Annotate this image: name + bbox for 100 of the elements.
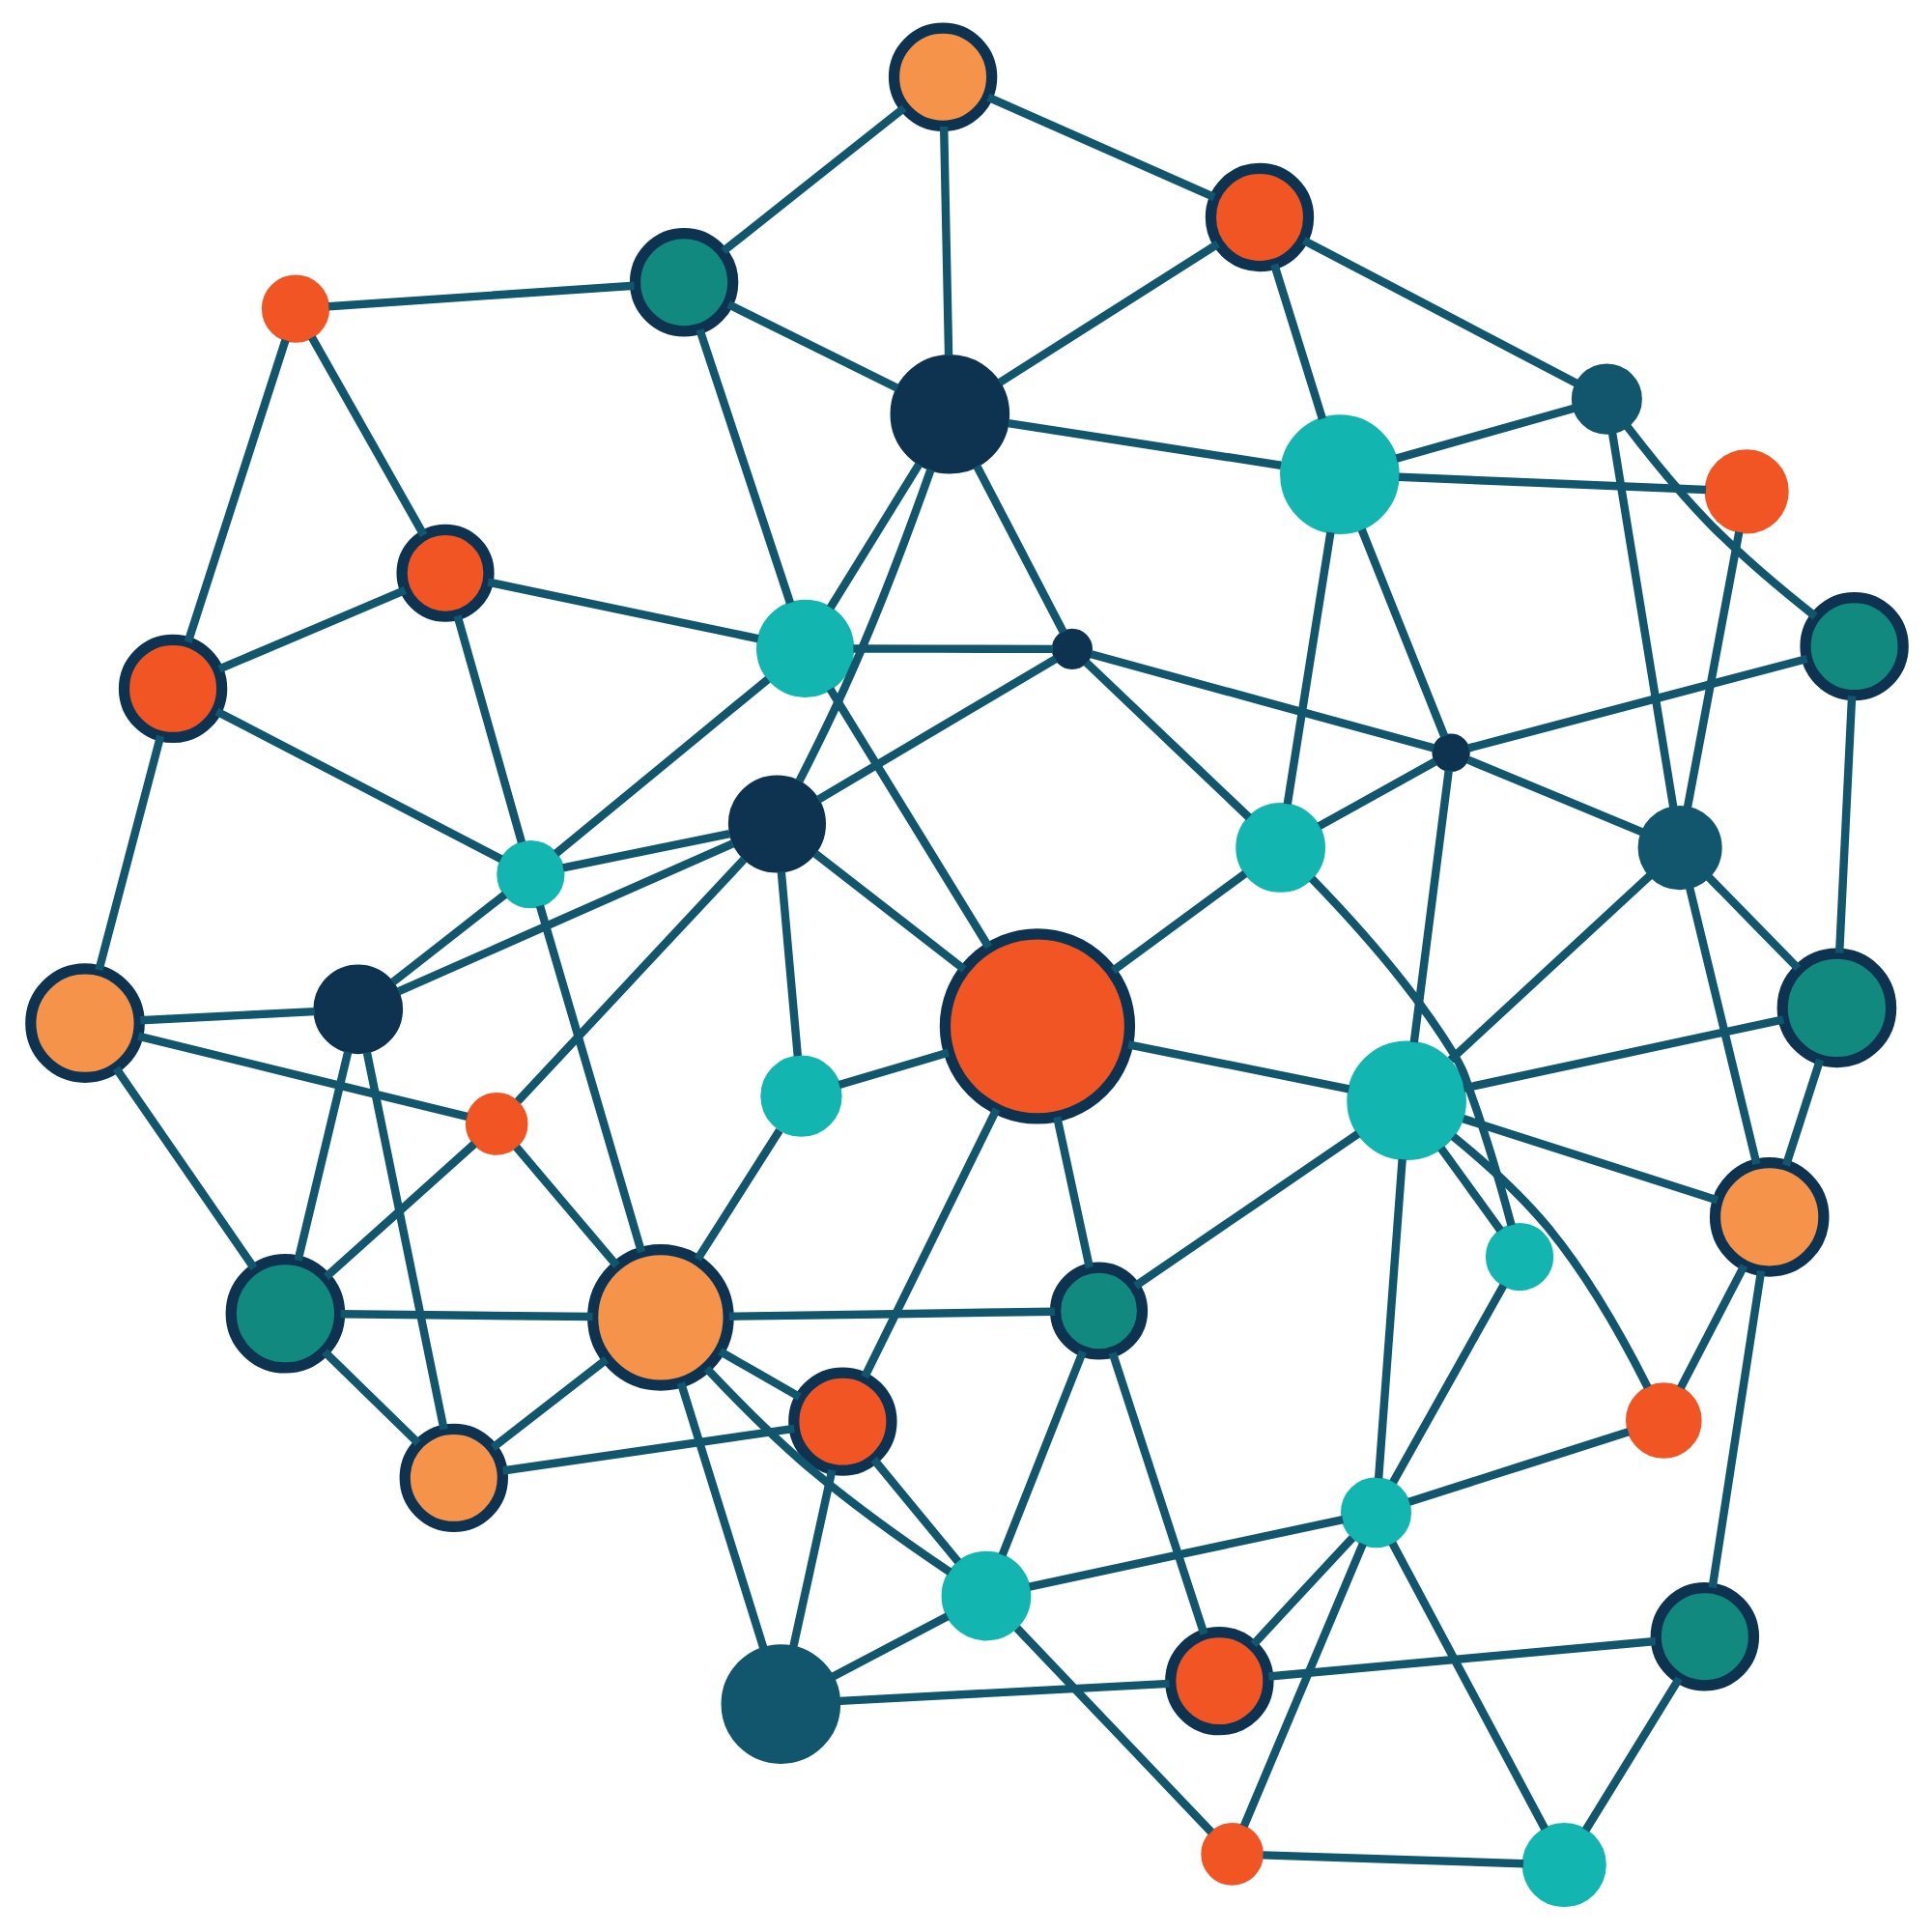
node-circle	[1200, 1822, 1263, 1885]
connector	[695, 327, 793, 604]
connector	[869, 1456, 961, 1564]
connector	[136, 1031, 468, 1121]
node-circle	[1164, 1625, 1273, 1735]
node-circle	[1636, 805, 1721, 890]
connector	[1449, 1132, 1651, 1388]
node-circle	[940, 1549, 1031, 1640]
connector	[702, 1364, 952, 1575]
node-circle	[464, 1092, 527, 1154]
connector	[1238, 1541, 1366, 1828]
connector	[852, 643, 1053, 653]
connector	[1126, 1039, 1350, 1093]
connector	[389, 890, 507, 984]
connector	[1780, 1057, 1824, 1166]
node-circle	[260, 273, 329, 342]
node-circle	[1339, 1476, 1411, 1548]
connector	[972, 463, 1066, 634]
connector	[814, 654, 1057, 803]
connector	[1373, 1157, 1406, 1478]
connector	[720, 103, 906, 254]
connector	[1461, 1114, 1719, 1204]
connector	[339, 1309, 592, 1321]
connector	[1027, 1514, 1343, 1590]
connector	[788, 1468, 836, 1647]
connector	[1446, 871, 1652, 1063]
connector	[1316, 756, 1436, 829]
connector	[837, 1047, 950, 1089]
connector	[395, 838, 734, 995]
node-circle	[1520, 1822, 1605, 1907]
connector	[1107, 1350, 1208, 1634]
node-circle	[1708, 1156, 1829, 1276]
connector	[1052, 1115, 1094, 1268]
connector	[826, 461, 922, 610]
node-circle	[759, 1054, 841, 1136]
connector	[501, 1423, 794, 1474]
connector	[322, 1140, 476, 1279]
connector	[938, 125, 952, 355]
connector	[1394, 403, 1575, 462]
connector	[1007, 418, 1281, 469]
connector	[293, 1049, 352, 1261]
node-circle	[224, 1252, 345, 1373]
connector	[794, 467, 934, 782]
node-circle	[1703, 448, 1788, 533]
connector	[1408, 768, 1452, 1042]
connector	[985, 92, 1215, 200]
node-circle	[1570, 362, 1641, 434]
node-circle	[1484, 1221, 1553, 1291]
connector	[830, 1611, 949, 1680]
connector	[1833, 695, 1856, 952]
connector	[512, 1143, 619, 1267]
connector	[1012, 1624, 1213, 1834]
connector	[860, 1106, 1000, 1378]
connector	[486, 577, 758, 642]
connector	[1685, 886, 1760, 1165]
connector	[183, 337, 289, 642]
node-circle	[496, 839, 564, 908]
connector	[811, 849, 966, 972]
node-circle	[312, 963, 403, 1054]
connector	[1131, 1129, 1360, 1289]
node-circle	[1346, 1039, 1465, 1160]
connector	[111, 1065, 257, 1270]
node-circle	[117, 633, 227, 743]
connector	[675, 1380, 767, 1649]
connector	[561, 828, 730, 871]
node-circle	[1776, 947, 1896, 1067]
node-circle	[24, 962, 144, 1082]
connector	[838, 1678, 1169, 1705]
node-circle	[887, 21, 997, 130]
node-circle	[1204, 161, 1314, 271]
node-circle	[628, 227, 738, 336]
node-circle	[938, 927, 1135, 1123]
connector	[1387, 1540, 1548, 1830]
connector	[997, 1349, 1086, 1556]
connector	[1109, 869, 1247, 974]
connector	[94, 733, 164, 971]
node-circle	[1431, 732, 1469, 771]
node-circle	[726, 774, 825, 872]
connector	[513, 855, 747, 1103]
connector	[216, 585, 407, 672]
connector	[1266, 1635, 1656, 1680]
connector	[1676, 1263, 1747, 1389]
connector	[489, 1355, 609, 1450]
connector	[1465, 754, 1643, 836]
node-circle	[398, 1422, 507, 1532]
connector	[725, 299, 898, 391]
node-circle	[1279, 413, 1399, 533]
connector	[1262, 1850, 1523, 1867]
connector	[552, 674, 770, 856]
connector	[1249, 1534, 1355, 1647]
connector	[727, 1306, 1055, 1320]
node-circle	[787, 1366, 896, 1475]
connector	[1580, 1675, 1682, 1832]
connector	[321, 1348, 420, 1445]
node-circle	[1624, 1381, 1701, 1458]
connector	[1082, 658, 1251, 820]
connector	[1397, 471, 1706, 494]
connector	[1388, 1282, 1507, 1484]
connector	[1269, 262, 1325, 419]
connector	[534, 903, 645, 1253]
